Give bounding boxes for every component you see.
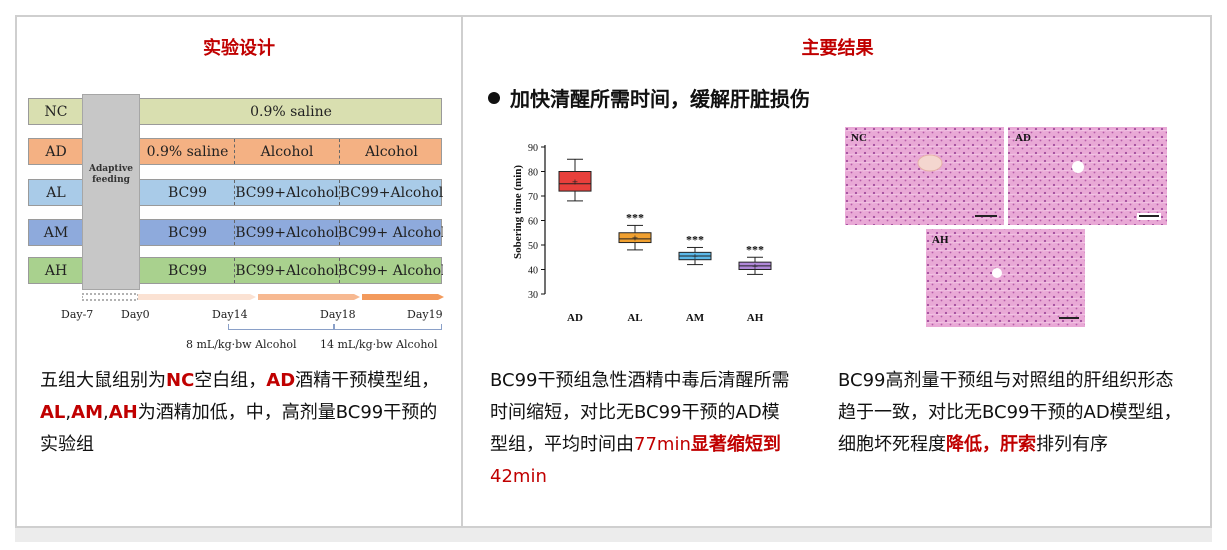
histology-label-ad: AD: [1015, 132, 1031, 144]
segment: BC99: [167, 262, 208, 279]
histology-nc-image: [845, 127, 1004, 225]
desc-text: 排列有序: [1036, 434, 1108, 455]
day-label: Day0: [121, 308, 150, 321]
segment: Alcohol: [234, 139, 339, 164]
row-label: AD: [45, 143, 67, 160]
segment: BC99: [167, 184, 208, 201]
desc-text: 为酒精加低，中，高剂量BC99干预的实验组: [40, 402, 438, 455]
desc-al: AL: [40, 402, 66, 423]
y-tick-label: 80: [528, 168, 538, 179]
row-am: AM BC99 BC99+Alcohol BC99+ Alcohol: [28, 219, 443, 246]
segment: BC99+Alcohol: [234, 258, 339, 283]
box-al: [618, 232, 652, 244]
significance-label: ***: [686, 232, 704, 246]
results-bullet: 加快清醒所需时间，缓解肝脏损伤: [488, 83, 810, 112]
sobering-description: BC99干预组急性酒精中毒后清醒所需时间缩短，对比无BC99干预的AD模型组，平…: [490, 365, 790, 493]
desc-am: AM: [71, 402, 103, 423]
desc-emphasis: 显著缩短到: [690, 434, 781, 455]
y-tick-label: 60: [528, 217, 538, 228]
y-tick-label: 30: [528, 290, 538, 301]
desc-text: 五组大鼠组别为: [40, 370, 166, 391]
histology-ah-image: [926, 229, 1085, 327]
dose-bracket: [228, 324, 334, 330]
bottom-band: [15, 528, 1212, 542]
bullet-dot-icon: [488, 92, 500, 104]
histology-ad-image: [1008, 127, 1167, 225]
segment: BC99+ Alcohol: [339, 220, 443, 245]
x-tick-label: AH: [747, 312, 764, 324]
segment: BC99+Alcohol: [234, 180, 339, 205]
day-label: Day-7: [61, 308, 94, 321]
desc-nc: NC: [166, 370, 195, 391]
desc-ah: AH: [108, 402, 138, 423]
row-label: AM: [43, 224, 69, 241]
segment: BC99+Alcohol: [234, 220, 339, 245]
panel-divider: [461, 15, 463, 528]
day-label: Day19: [407, 308, 443, 321]
desc-sep: ,: [65, 402, 72, 423]
bullet-text: 加快清醒所需时间，缓解肝脏损伤: [510, 87, 810, 111]
experiment-design-diagram: NC 0.9% saline AD 0.9% saline Alcohol Al…: [28, 94, 444, 354]
timeline-arrow: [82, 293, 444, 301]
x-tick-label: AL: [627, 312, 642, 324]
row-label: NC: [44, 103, 68, 120]
desc-emphasis: 降低，: [946, 434, 1000, 455]
x-tick-label: AM: [686, 312, 705, 324]
day-label: Day18: [320, 308, 356, 321]
row-label: AH: [44, 262, 68, 279]
segment: Alcohol: [339, 139, 443, 164]
mean-marker: +: [632, 234, 639, 243]
desc-text: 空白组，: [194, 370, 267, 391]
histology-label-ah: AH: [932, 234, 949, 246]
histology-description: BC99高剂量干预组与对照组的肝组织形态趋于一致，对比无BC99干预的AD模型组…: [838, 365, 1183, 461]
desc-value-77: 77min: [634, 434, 691, 455]
histology-label-nc: NC: [851, 132, 867, 144]
mean-marker: +: [572, 177, 579, 186]
significance-label: ***: [626, 210, 644, 224]
sobering-time-boxplot: Sobering time (min) 30 40 50 60 70 80 90 + AD + AL…: [512, 143, 772, 324]
significance-label: ***: [746, 242, 764, 256]
desc-value-42: 42min: [490, 466, 547, 487]
x-tick-label: AD: [567, 312, 583, 324]
segment: BC99+ Alcohol: [339, 258, 443, 283]
y-tick-label: 70: [528, 192, 538, 203]
day-label: Day14: [212, 308, 248, 321]
desc-sep: ,: [102, 402, 109, 423]
adaptive-feeding-block: [82, 94, 140, 290]
mean-marker: +: [692, 252, 699, 261]
design-description: 五组大鼠组别为NC空白组，AD酒精干预模型组，AL,AM,AH为酒精加低，中，高…: [40, 365, 440, 461]
y-tick-label: 90: [528, 143, 538, 154]
liver-histology-images: NC AD AH: [845, 127, 1167, 327]
box-ad: [558, 171, 592, 192]
segment: 0.9% saline: [146, 143, 229, 160]
dose-bracket: [334, 324, 442, 330]
design-title: 实验设计: [203, 38, 275, 59]
y-tick-label: 50: [528, 241, 538, 252]
desc-text: BC99高剂量干预组与对照组的肝组织形态趋于一致，对比无BC99干预的AD模型组…: [838, 370, 1182, 455]
segment: BC99+Alcohol: [339, 180, 443, 205]
adaptive-feeding-label: Adaptive feeding: [89, 164, 133, 185]
desc-emphasis: 肝索: [1000, 434, 1036, 455]
y-axis-label: Sobering time (min): [512, 165, 524, 259]
dose-label: 8 mL/kg·bw Alcohol: [186, 338, 297, 351]
row-label: AL: [46, 184, 66, 201]
y-tick-label: 40: [528, 266, 538, 277]
desc-ad: AD: [266, 370, 296, 391]
desc-text: 酒精干预模型组，: [295, 370, 440, 391]
desc-text: BC99干预组急性酒精中毒后清醒所需时间缩短，对比无BC99干预的AD模型组，平…: [490, 370, 790, 455]
dose-label: 14 mL/kg·bw Alcohol: [320, 338, 438, 351]
mean-marker: +: [752, 262, 759, 271]
segment: BC99: [167, 224, 208, 241]
results-title: 主要结果: [801, 38, 874, 59]
segment: 0.9% saline: [250, 103, 332, 120]
